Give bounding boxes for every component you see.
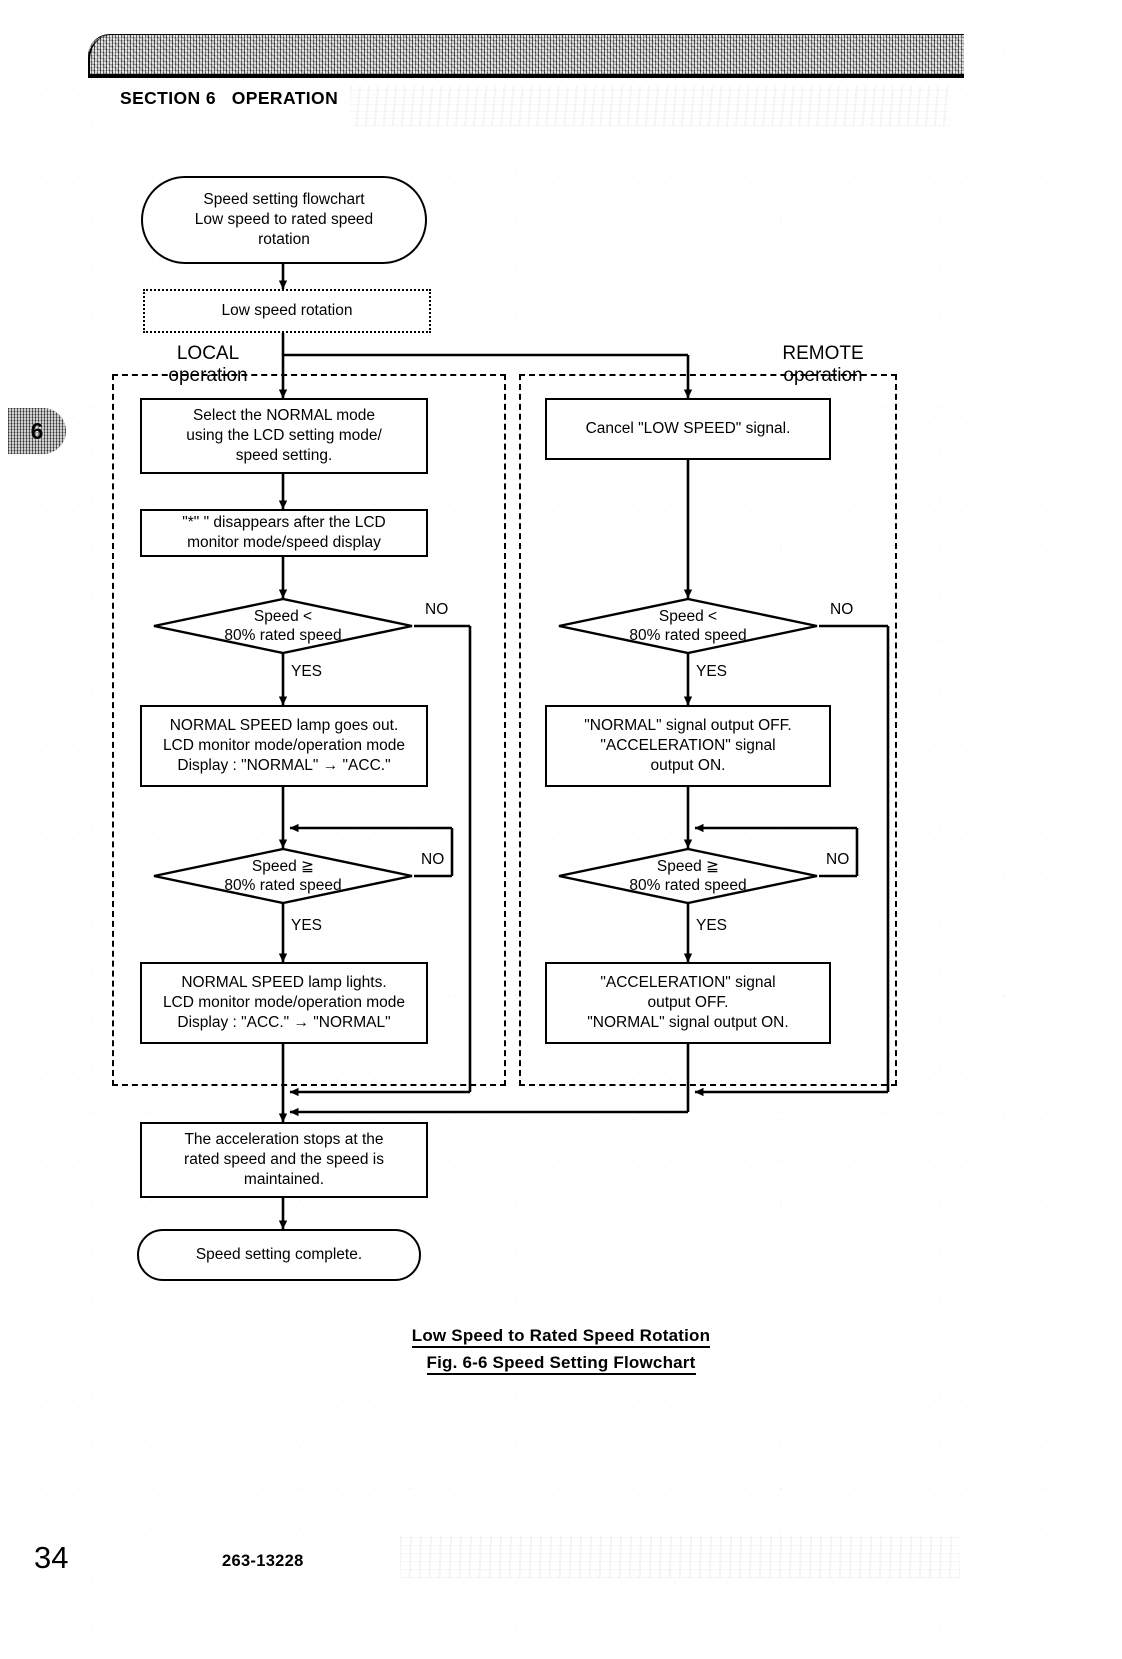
- remote-decision-1-text: Speed < 80% rated speed: [629, 607, 747, 644]
- remote-step-3: "ACCELERATION" signal output OFF. "NORMA…: [545, 962, 831, 1044]
- local-decision-1: Speed < 80% rated speed: [152, 598, 414, 654]
- figure-caption-line-1-text: Low Speed to Rated Speed Rotation: [411, 1326, 711, 1348]
- local-step-1-text: Select the NORMAL mode using the LCD set…: [186, 407, 382, 464]
- remote-decision-2: Speed ≧ 80% rated speed: [557, 848, 819, 904]
- local-decision-2-no-label: NO: [420, 851, 446, 869]
- local-operation-group: [112, 374, 506, 1086]
- local-decision-1-yes-label: YES: [290, 663, 324, 681]
- figure-caption-line-1: Low Speed to Rated Speed Rotation: [0, 1326, 1122, 1348]
- remote-decision-2-text: Speed ≧ 80% rated speed: [629, 857, 747, 894]
- local-decision-2-text: Speed ≧ 80% rated speed: [224, 857, 342, 894]
- header-banner: [88, 34, 964, 78]
- remote-step-3-text: "ACCELERATION" signal output OFF. "NORMA…: [587, 974, 789, 1031]
- remote-decision-1: Speed < 80% rated speed: [557, 598, 819, 654]
- remote-decision-2-yes-label: YES: [695, 917, 729, 935]
- remote-step-2: "NORMAL" signal output OFF. "ACCELERATIO…: [545, 705, 831, 787]
- remote-decision-1-shape: [558, 598, 818, 654]
- page-title: SECTION 6 OPERATION: [120, 88, 339, 108]
- remote-decision-2-no-label: NO: [825, 851, 851, 869]
- remote-operation-label: REMOTE operation: [782, 343, 864, 387]
- merge-step-box: The acceleration stops at the rated spee…: [140, 1122, 428, 1198]
- precondition-text: Low speed rotation: [221, 302, 353, 320]
- local-decision-2: Speed ≧ 80% rated speed: [152, 848, 414, 904]
- end-terminator: Speed setting complete.: [137, 1229, 421, 1281]
- start-terminator-text: Speed setting flowchart Low speed to rat…: [194, 191, 374, 248]
- remote-step-2-text: "NORMAL" signal output OFF. "ACCELERATIO…: [584, 717, 792, 774]
- start-terminator: Speed setting flowchart Low speed to rat…: [141, 176, 427, 264]
- remote-decision-1-no-label: NO: [829, 601, 855, 619]
- banner-left-cap: [88, 35, 114, 74]
- page-number: 34: [34, 1540, 69, 1575]
- figure-caption-line-2: Fig. 6-6 Speed Setting Flowchart: [0, 1353, 1122, 1375]
- local-decision-1-text: Speed < 80% rated speed: [224, 607, 342, 644]
- local-step-1: Select the NORMAL mode using the LCD set…: [140, 398, 428, 474]
- merge-step-text: The acceleration stops at the rated spee…: [184, 1131, 384, 1188]
- remote-operation-group: [519, 374, 897, 1086]
- local-decision-2-shape: [153, 848, 413, 904]
- local-step-2-text: "*" " disappears after the LCD monitor m…: [182, 514, 386, 551]
- remote-step-1: Cancel "LOW SPEED" signal.: [545, 398, 831, 460]
- document-code: 263-13228: [222, 1552, 304, 1570]
- local-step-2: "*" " disappears after the LCD monitor m…: [140, 509, 428, 557]
- local-decision-1-shape: [153, 598, 413, 654]
- local-step-4: NORMAL SPEED lamp lights. LCD monitor mo…: [140, 962, 428, 1044]
- local-decision-1-no-label: NO: [424, 601, 450, 619]
- local-step-3: NORMAL SPEED lamp goes out. LCD monitor …: [140, 705, 428, 787]
- remote-decision-1-yes-label: YES: [695, 663, 729, 681]
- precondition-box: Low speed rotation: [143, 289, 431, 333]
- local-decision-2-yes-label: YES: [290, 917, 324, 935]
- local-operation-label: LOCAL operation: [168, 343, 248, 387]
- section-tab-marker: 6: [8, 408, 66, 454]
- remote-decision-2-shape: [558, 848, 818, 904]
- remote-step-1-text: Cancel "LOW SPEED" signal.: [585, 420, 791, 438]
- local-step-3-text: NORMAL SPEED lamp goes out. LCD monitor …: [162, 717, 406, 774]
- end-terminator-text: Speed setting complete.: [195, 1246, 363, 1264]
- figure-caption-line-2-text: Fig. 6-6 Speed Setting Flowchart: [426, 1353, 696, 1375]
- section-tab-number: 6: [30, 417, 44, 444]
- local-step-4-text: NORMAL SPEED lamp lights. LCD monitor mo…: [162, 974, 406, 1031]
